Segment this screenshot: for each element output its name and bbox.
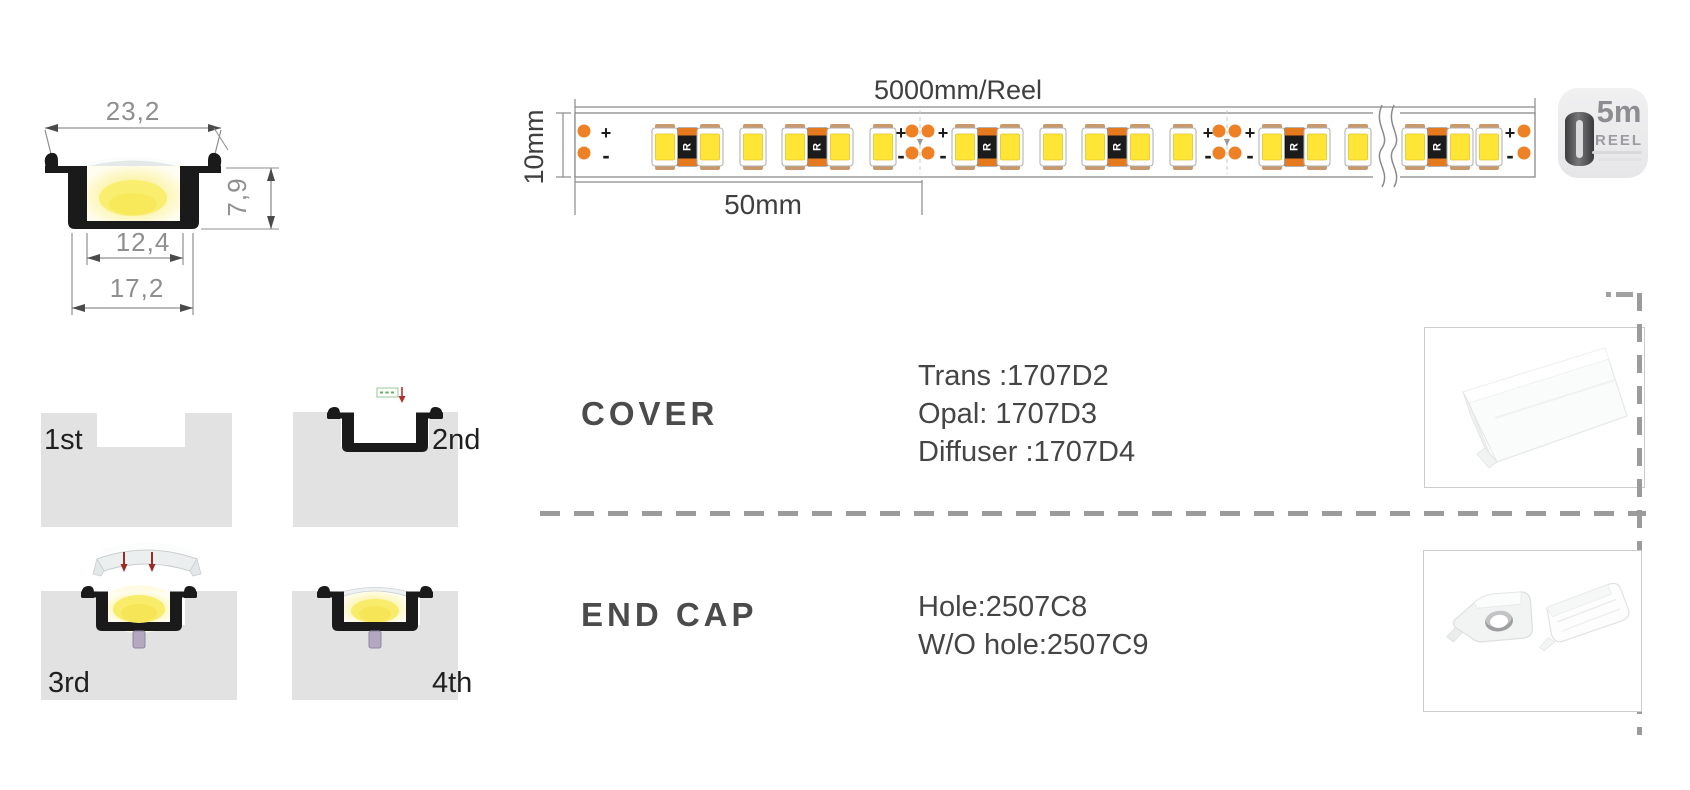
break-squiggle <box>1378 104 1386 188</box>
step-label: 1st <box>44 424 83 456</box>
endcap-spec-wo-hole: W/O hole:2507C9 <box>918 629 1149 661</box>
arrowhead-down <box>267 216 275 229</box>
profile-cross-section-drawing: 23,2 7,9 12,4 <box>44 96 279 315</box>
cover-highlight <box>82 157 184 168</box>
reel-length-label: 5000mm/Reel <box>874 75 1042 105</box>
flange-right <box>189 166 221 173</box>
endcap-heading: END CAP <box>581 596 758 633</box>
step-label: 4th <box>432 667 472 699</box>
cover-specs: Trans :1707D2 Opal: 1707D3 Diffuser :170… <box>918 357 1135 471</box>
cover-render <box>1462 347 1628 469</box>
reel-badge: 5m REEL <box>1558 88 1648 178</box>
cover-spec-trans: Trans :1707D2 <box>918 360 1109 392</box>
cover-insert-icon <box>92 543 202 577</box>
endcap-render <box>1446 582 1630 652</box>
reel-spool-icon <box>1565 112 1594 166</box>
dimension-top-width: 23,2 <box>106 96 161 126</box>
installation-step-3: 3rd <box>41 543 237 700</box>
cover-heading: COVER <box>581 395 719 432</box>
arrowhead-left <box>45 124 58 132</box>
cover-spec-diffuser: Diffuser :1707D4 <box>918 436 1136 468</box>
wing-hook-left <box>44 152 58 170</box>
led-glow <box>87 166 180 221</box>
page-edge-dash-segment <box>1616 292 1633 297</box>
flange-left <box>45 166 77 173</box>
endcap-specs: Hole:2507C8 W/O hole:2507C9 <box>918 588 1149 664</box>
installation-step-2: 2nd <box>293 387 480 527</box>
arrowhead-left <box>72 304 85 312</box>
reel-tape <box>1592 151 1642 154</box>
dimension-bottom-width: 17,2 <box>110 273 165 303</box>
cover-spec-opal: Opal: 1707D3 <box>918 398 1097 430</box>
wing-hook-right <box>208 152 222 170</box>
reel-size-label: 5m <box>1596 94 1642 129</box>
step-label: 3rd <box>48 667 90 699</box>
installation-steps-diagram: 1st 2nd <box>41 387 480 700</box>
arrowhead-right <box>180 304 193 312</box>
break-squiggle <box>1390 104 1398 188</box>
segment-length-label: 50mm <box>724 189 802 220</box>
endcap-spec-hole: Hole:2507C8 <box>918 591 1088 623</box>
page-edge-dashed-line <box>1637 293 1642 735</box>
arrowhead-left <box>87 254 100 262</box>
section-divider-dashed <box>540 511 1646 516</box>
extension-line <box>213 127 229 151</box>
dimension-height: 7,9 <box>222 177 252 216</box>
arrowhead-up <box>267 168 275 181</box>
cover-image-box <box>1424 327 1645 488</box>
led-strip-diagram: R + - 5000mm/Reel <box>520 75 1536 220</box>
page-edge-dash-dot <box>1606 292 1611 297</box>
dimension-inner-width: 12,4 <box>116 227 171 257</box>
strip-insert-icon <box>376 387 406 403</box>
strip-width-label: 10mm <box>520 109 549 184</box>
endcap-without-hole <box>1538 582 1630 652</box>
endcap-with-hole <box>1446 591 1534 643</box>
installation-step-1: 1st <box>41 413 232 527</box>
arrowhead-right <box>170 254 183 262</box>
channel-body <box>68 166 199 229</box>
installation-step-4: 4th <box>292 586 472 700</box>
step-label: 2nd <box>432 424 480 456</box>
reel-tape <box>1598 158 1642 161</box>
endcap-image-box <box>1423 550 1642 712</box>
reel-caption: REEL <box>1594 132 1643 149</box>
